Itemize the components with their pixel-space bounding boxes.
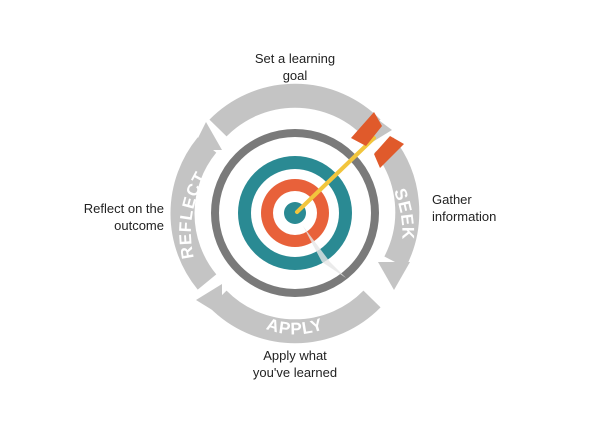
stage-label-reflect-line-1: Reflect on the xyxy=(83,201,164,216)
cycle-segment-reflect xyxy=(170,137,217,290)
stage-label-set: Set a learning goal xyxy=(200,50,390,84)
stage-label-apply-line-1: Apply what xyxy=(263,348,327,363)
ring-word-apply: APPLY xyxy=(264,315,325,339)
arrowhead-seek-to-apply xyxy=(378,262,410,290)
stage-label-seek-line-1: Gather xyxy=(432,192,472,207)
stage-label-apply-line-2: you've learned xyxy=(252,365,338,380)
bullseye-with-arrow-icon xyxy=(211,112,404,297)
cycle-segment-set xyxy=(209,83,381,137)
stage-label-seek: Gather information xyxy=(432,191,496,225)
cycle-ring xyxy=(170,83,420,344)
outer-target-ring xyxy=(211,129,379,297)
cycle-segment-seek xyxy=(374,137,420,268)
arrow-shaft xyxy=(295,136,376,214)
cycle-segment-apply xyxy=(209,290,381,344)
ring-word-set: SET xyxy=(275,54,315,75)
stage-label-seek-line-2: information xyxy=(432,209,497,224)
stage-label-reflect: Reflect on the outcome xyxy=(64,200,164,234)
stage-label-reflect-line-2: outcome xyxy=(114,218,164,233)
stage-label-set-line-1: Set a learning xyxy=(254,51,336,66)
arrowhead-reflect-to-set xyxy=(192,122,222,150)
stage-label-apply: Apply what you've learned xyxy=(200,347,390,381)
arrowhead-apply-to-reflect xyxy=(196,284,222,316)
stage-label-set-line-2: goal xyxy=(282,68,308,83)
arrow-fletching xyxy=(351,112,404,168)
